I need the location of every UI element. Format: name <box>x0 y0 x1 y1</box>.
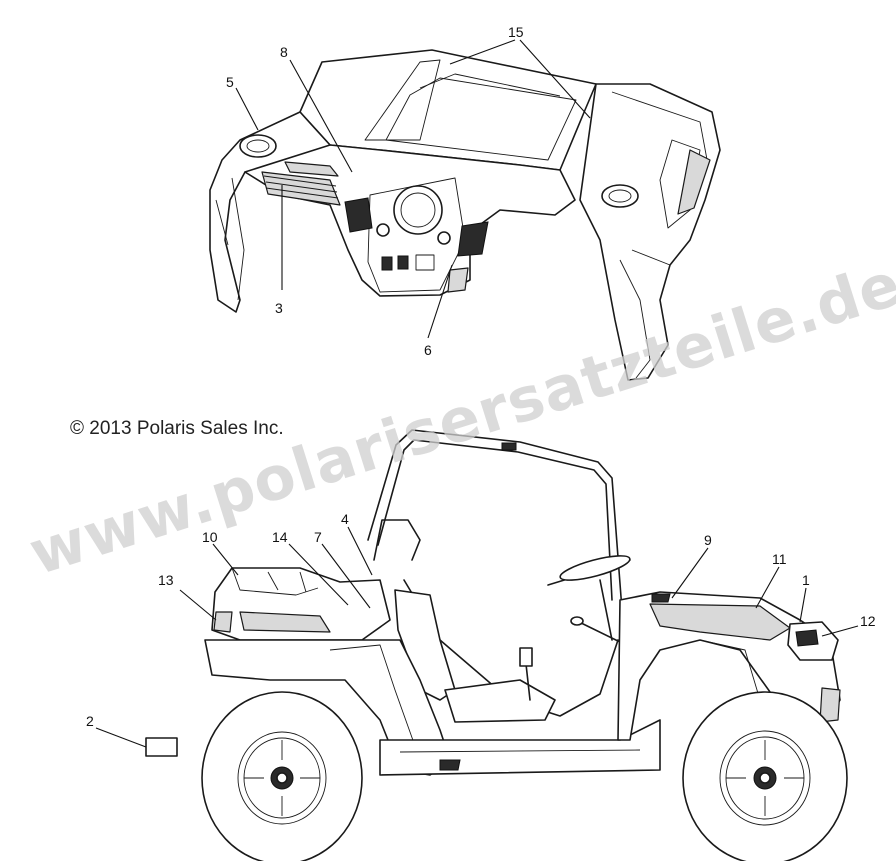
callout-15: 15 <box>508 24 524 40</box>
callout-9: 9 <box>704 532 712 548</box>
callout-7: 7 <box>314 529 322 545</box>
vehicle-side-drawing <box>145 429 848 861</box>
callout-11: 11 <box>772 551 787 567</box>
callout-4: 4 <box>341 511 349 527</box>
callout-3: 3 <box>275 300 283 316</box>
callout-1: 1 <box>802 572 810 588</box>
copyright-text: © 2013 Polaris Sales Inc. <box>70 418 284 439</box>
dash-assembly-drawing <box>209 49 721 381</box>
callout-8: 8 <box>280 44 288 60</box>
callout-2: 2 <box>86 713 94 729</box>
callout-6: 6 <box>424 342 432 358</box>
callout-5: 5 <box>226 74 234 90</box>
callout-10: 10 <box>202 529 218 545</box>
callout-labels: 15 5 8 3 6 10 13 14 7 4 9 11 1 12 2 <box>86 24 876 729</box>
callout-12: 12 <box>860 613 876 629</box>
callout-14: 14 <box>272 529 288 545</box>
callout-13: 13 <box>158 572 174 588</box>
leader-lines <box>95 39 859 748</box>
